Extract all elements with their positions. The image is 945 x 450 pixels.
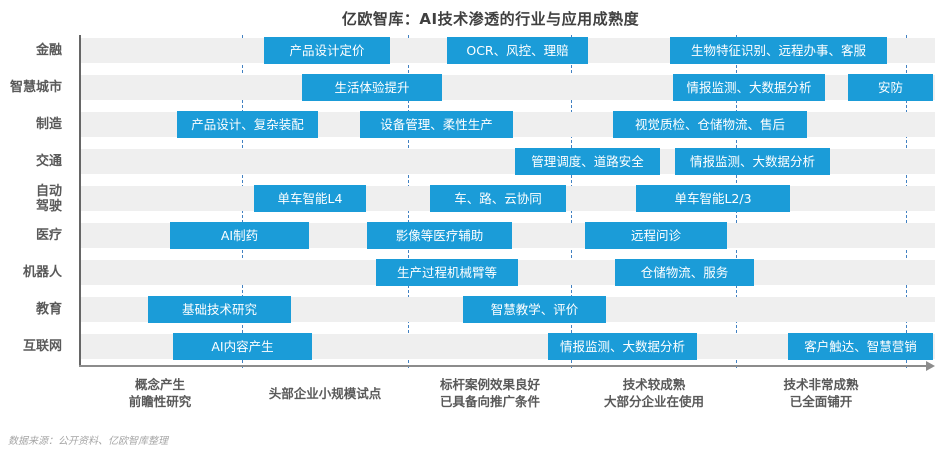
app-box: 情报监测、大数据分析 [548,333,697,360]
app-box: 生活体验提升 [302,74,442,101]
data-source-note: 数据来源：公开资料、亿欧智库整理 [8,436,168,447]
stage-label: 技术较成熟 大部分企业在使用 [603,377,705,409]
stage-label: 概念产生 前瞻性研究 [128,377,192,409]
app-box: 设备管理、柔性生产 [360,111,513,138]
app-box: 智慧教学、评价 [463,296,606,323]
app-box: 生物特征识别、远程办事、客服 [670,37,887,64]
app-box: 客户触达、智慧营销 [788,333,933,360]
row-label-机器人: 机器人 [22,265,62,280]
app-box: 产品设计定价 [264,37,390,64]
row-label-智慧城市: 智慧城市 [9,80,62,95]
app-box: 单车智能L2/3 [636,185,790,212]
app-box: 产品设计、复杂装配 [177,111,318,138]
row-label-金融: 金融 [35,43,62,58]
stage-label: 标杆案例效果良好 已具备向推广条件 [439,377,541,409]
x-axis-line [79,365,926,367]
app-box: 影像等医疗辅助 [367,222,512,249]
stage-label: 技术非常成熟 已全面铺开 [783,377,859,409]
x-axis-arrow-icon [926,361,935,371]
app-box: 视觉质检、仓储物流、售后 [613,111,807,138]
row-label-互联网: 互联网 [22,339,62,354]
app-box: AI内容产生 [173,333,312,360]
app-box: 单车智能L4 [254,185,366,212]
row-label-交通: 交通 [35,154,62,169]
app-box: 仓储物流、服务 [615,259,754,286]
app-box: 生产过程机械臂等 [376,259,518,286]
app-box: 管理调度、道路安全 [515,148,660,175]
app-box: 基础技术研究 [148,296,291,323]
y-axis-line [79,35,81,366]
app-box: 安防 [848,74,933,101]
stage-label: 头部企业小规模试点 [268,385,382,401]
app-box: AI制药 [170,222,309,249]
app-box: 情报监测、大数据分析 [673,74,825,101]
app-box: OCR、风控、理赔 [447,37,588,64]
app-box: 情报监测、大数据分析 [675,148,830,175]
app-box: 远程问诊 [585,222,727,249]
app-box: 车、路、云协同 [430,185,566,212]
chart-title: 亿欧智库：AI技术渗透的行业与应用成熟度 [341,10,640,28]
row-label-自动驾驶: 自动 驾驶 [35,183,62,214]
row-label-制造: 制造 [35,117,62,132]
row-label-医疗: 医疗 [35,228,62,243]
row-label-教育: 教育 [35,302,62,317]
